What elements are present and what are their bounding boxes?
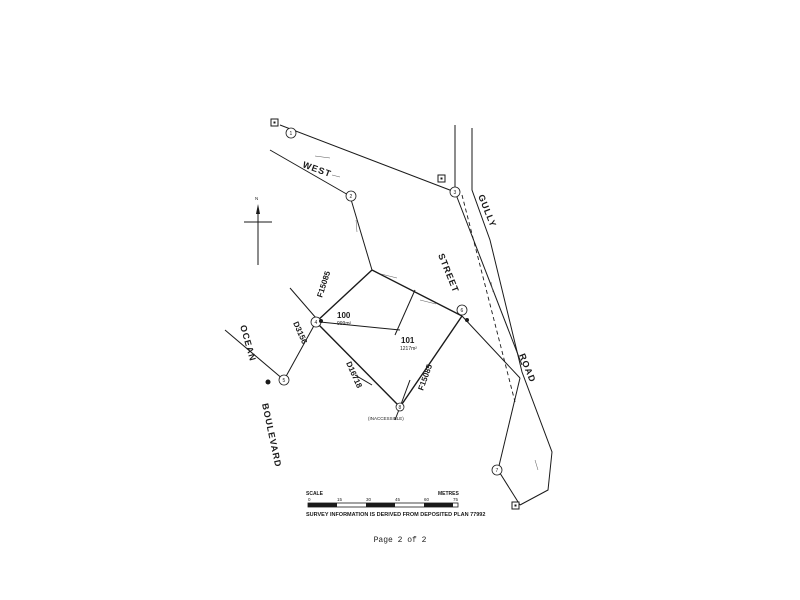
lot-100: 100 999m² <box>337 311 352 327</box>
point-1: 1 <box>285 127 297 139</box>
point-7: 7 <box>491 464 503 476</box>
scale-tick-15: 15 <box>337 497 343 502</box>
lot-100-number: 100 <box>337 311 351 320</box>
road-boundaries <box>224 124 553 506</box>
scale-tick-45: 45 <box>395 497 401 502</box>
street-label: STREET <box>436 252 461 294</box>
scale-units: METRES <box>438 491 460 497</box>
plan-d16718: D16718 <box>344 360 364 390</box>
lot-100-area: 999m² <box>337 321 352 327</box>
scale-tick-0: 0 <box>308 497 311 502</box>
scale-tick-75: 75 <box>453 497 459 502</box>
boulevard-label: BOULEVARD <box>260 402 283 468</box>
plan-f15085-bottom: F15085 <box>416 363 434 392</box>
inaccessible-label: (INACCESSIBLE) <box>368 416 404 421</box>
point-4: 4 <box>310 316 322 328</box>
west-label: WEST <box>301 159 333 179</box>
point-5-label: 5 <box>283 378 286 384</box>
road-label: ROAD <box>517 352 538 384</box>
dimension-annotations <box>314 155 539 471</box>
point-2: 2 <box>345 190 357 202</box>
scale-tick-30: 30 <box>366 497 372 502</box>
point-3: 3 <box>449 186 461 198</box>
point-8: 8 <box>395 402 405 412</box>
survey-note: SURVEY INFORMATION IS DERIVED FROM DEPOS… <box>306 512 485 518</box>
survey-marks <box>265 118 520 510</box>
lot-101-area: 1217m² <box>400 346 417 352</box>
plan-d3156: D3156 <box>291 320 309 346</box>
point-5: 5 <box>278 374 290 386</box>
plan-f15085-top: F15085 <box>315 270 332 299</box>
scale-tick-60: 60 <box>424 497 430 502</box>
north-arrow: N <box>244 196 272 265</box>
north-label: N <box>255 196 258 201</box>
scale-ticks: 0 15 30 45 60 75 <box>308 497 459 502</box>
point-8-label: 8 <box>399 405 402 411</box>
point-6-label: 6 <box>461 308 464 314</box>
point-2-label: 2 <box>350 194 353 200</box>
point-4-label: 4 <box>315 320 318 326</box>
scale-bar: SCALE METRES 0 15 30 45 60 75 SURVEY INF… <box>306 491 485 518</box>
point-1-label: 1 <box>290 131 293 137</box>
point-6: 6 <box>456 304 468 316</box>
point-3-label: 3 <box>454 190 457 196</box>
page-footer: Page 2 of 2 <box>373 536 427 545</box>
lot-101-number: 101 <box>401 336 415 345</box>
lot-101: 101 1217m² <box>400 336 417 352</box>
scale-label: SCALE <box>306 491 324 497</box>
point-7-label: 7 <box>496 468 499 474</box>
